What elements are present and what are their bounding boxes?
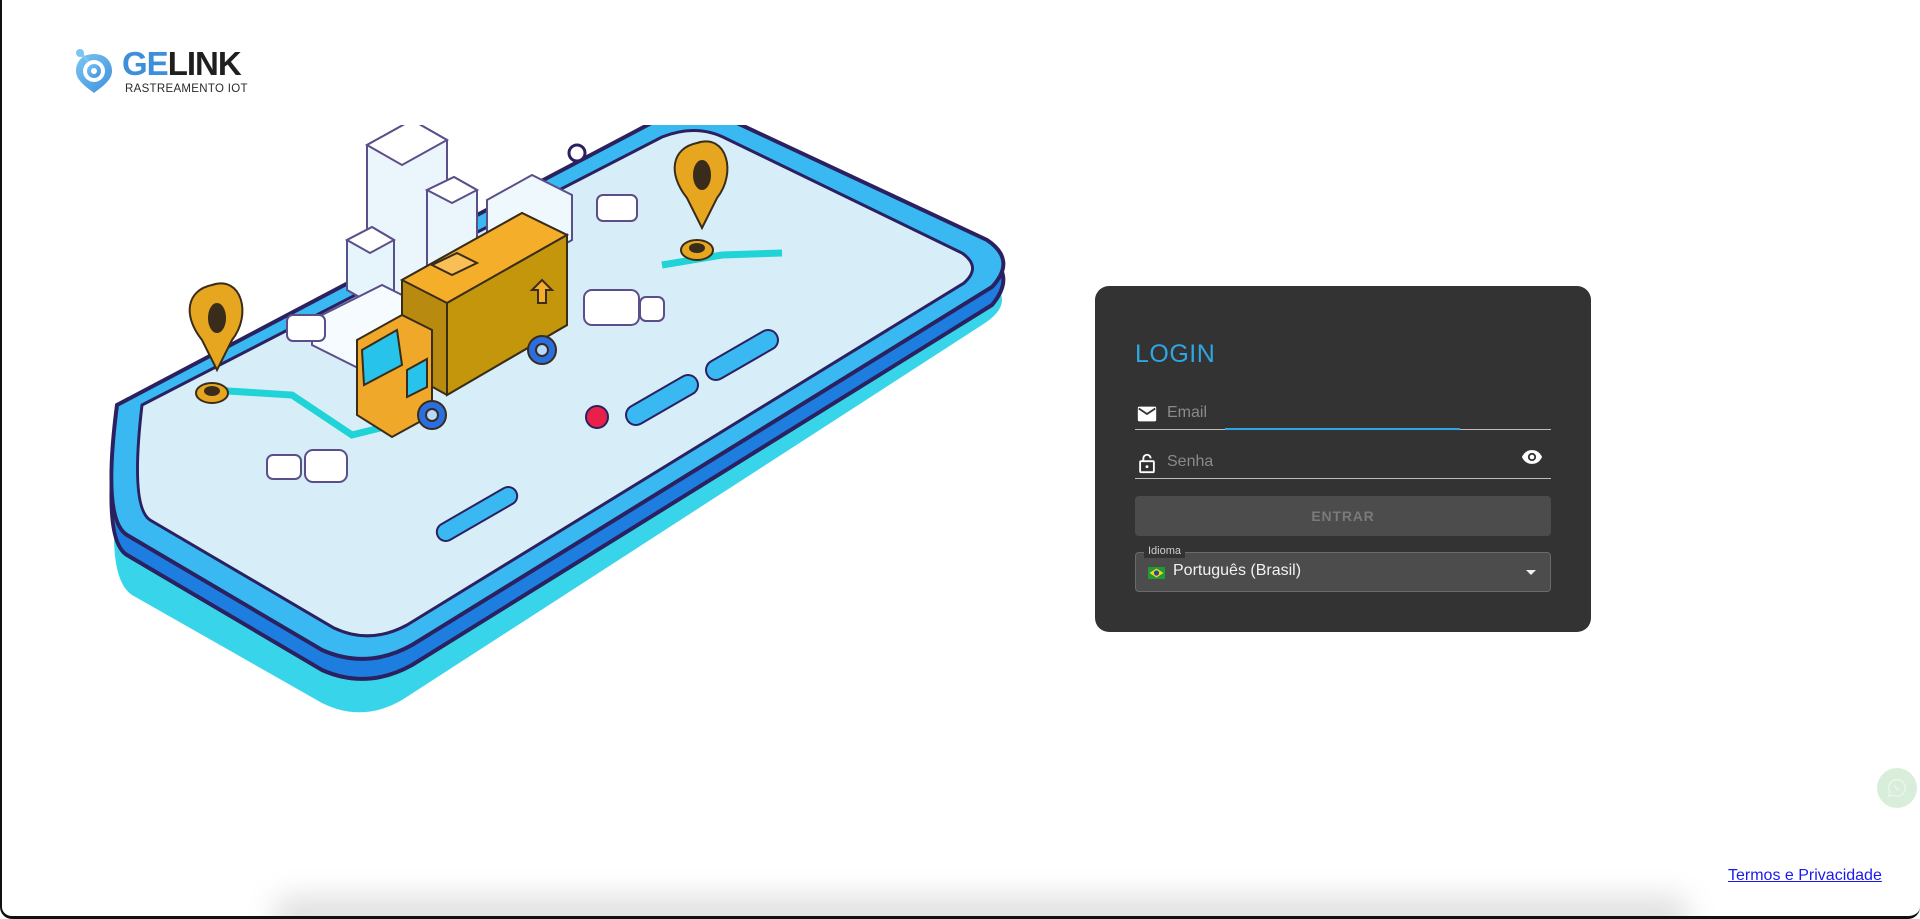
password-underline	[1135, 478, 1551, 479]
lock-open-icon	[1139, 453, 1155, 474]
brand-logo: GELINK RASTREAMENTO IOT	[74, 45, 248, 95]
email-field[interactable]: Email	[1135, 394, 1551, 430]
brand-name-ge: GE	[122, 45, 169, 82]
password-placeholder: Senha	[1167, 453, 1214, 470]
whatsapp-icon	[1887, 779, 1907, 798]
brand-name-link: LINK	[167, 45, 242, 82]
brazil-flag-icon	[1148, 567, 1165, 579]
terms-privacy-link[interactable]: Termos e Privacidade	[1728, 867, 1882, 884]
whatsapp-button[interactable]	[1877, 768, 1917, 808]
login-card: LOGIN Email Senha ENTRAR	[1095, 286, 1591, 632]
location-pin-logo-icon	[76, 49, 112, 93]
brand-name: GELINK	[122, 45, 248, 82]
login-submit-button[interactable]: ENTRAR	[1135, 496, 1551, 536]
email-icon	[1137, 406, 1157, 422]
email-focus-indicator	[1225, 428, 1460, 430]
language-value: Português (Brasil)	[1173, 562, 1302, 579]
brand-subtitle: RASTREAMENTO IOT	[125, 83, 248, 95]
bottom-shadow	[272, 896, 1690, 916]
login-title: LOGIN	[1135, 340, 1216, 368]
caret-down-icon	[1526, 570, 1536, 575]
language-select[interactable]: Idioma Português (Brasil)	[1135, 544, 1551, 592]
eye-icon[interactable]	[1521, 446, 1543, 468]
language-label: Idioma	[1144, 544, 1186, 558]
password-field[interactable]: Senha	[1135, 443, 1551, 479]
truck-on-phone-illustration	[109, 125, 1006, 713]
email-placeholder: Email	[1167, 404, 1208, 421]
